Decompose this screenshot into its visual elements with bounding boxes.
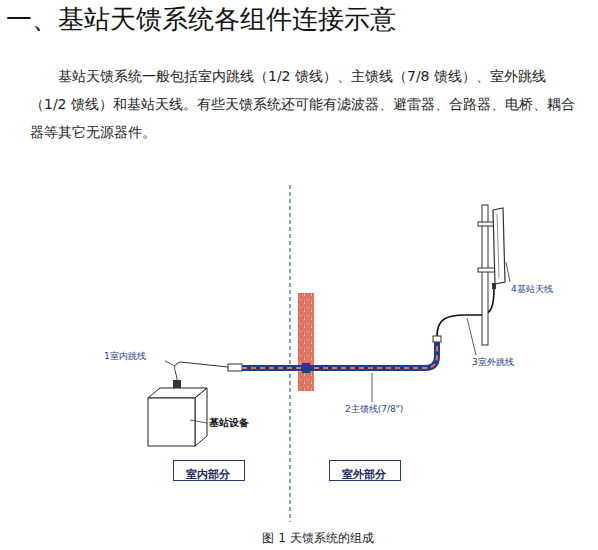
callout-label: 4基站天线	[511, 284, 553, 295]
leader-line	[165, 361, 175, 366]
indoor-jumper	[175, 362, 228, 380]
region-box: 室外部分	[329, 460, 401, 481]
body-paragraph: 基站天馈系统一般包括室内跳线（1/2 馈线）、主馈线（7/8 馈线）、室外跳线（…	[30, 62, 578, 146]
region-box: 室内部分	[173, 460, 245, 481]
wall-entry	[302, 363, 310, 373]
antenna-detail	[497, 214, 499, 278]
connector	[173, 380, 181, 388]
base-station	[148, 388, 207, 446]
main-feeder-stripe	[242, 342, 437, 368]
leader-line	[467, 318, 476, 355]
wall	[298, 293, 314, 391]
leader-line	[372, 373, 373, 402]
divider-line	[289, 185, 290, 522]
page-title: 一、基站天馈系统各组件连接示意	[6, 2, 396, 37]
region-label: 室外部分	[342, 468, 386, 481]
connector	[492, 283, 496, 289]
connector	[228, 364, 242, 371]
connector	[433, 336, 441, 342]
main-feeder	[242, 342, 437, 368]
figure-caption: 图 1 天馈系统的组成	[262, 530, 373, 547]
leader-line	[190, 420, 207, 423]
callout-label: 2主馈线(7/8")	[345, 404, 403, 415]
region-label: 室内部分	[186, 468, 230, 481]
callout-label: 1室内跳线	[104, 351, 146, 362]
leader-line	[506, 262, 510, 282]
antenna-panel	[493, 208, 505, 284]
callout-label: 3室外跳线	[472, 357, 514, 368]
callout-label: 基站设备	[209, 417, 249, 428]
